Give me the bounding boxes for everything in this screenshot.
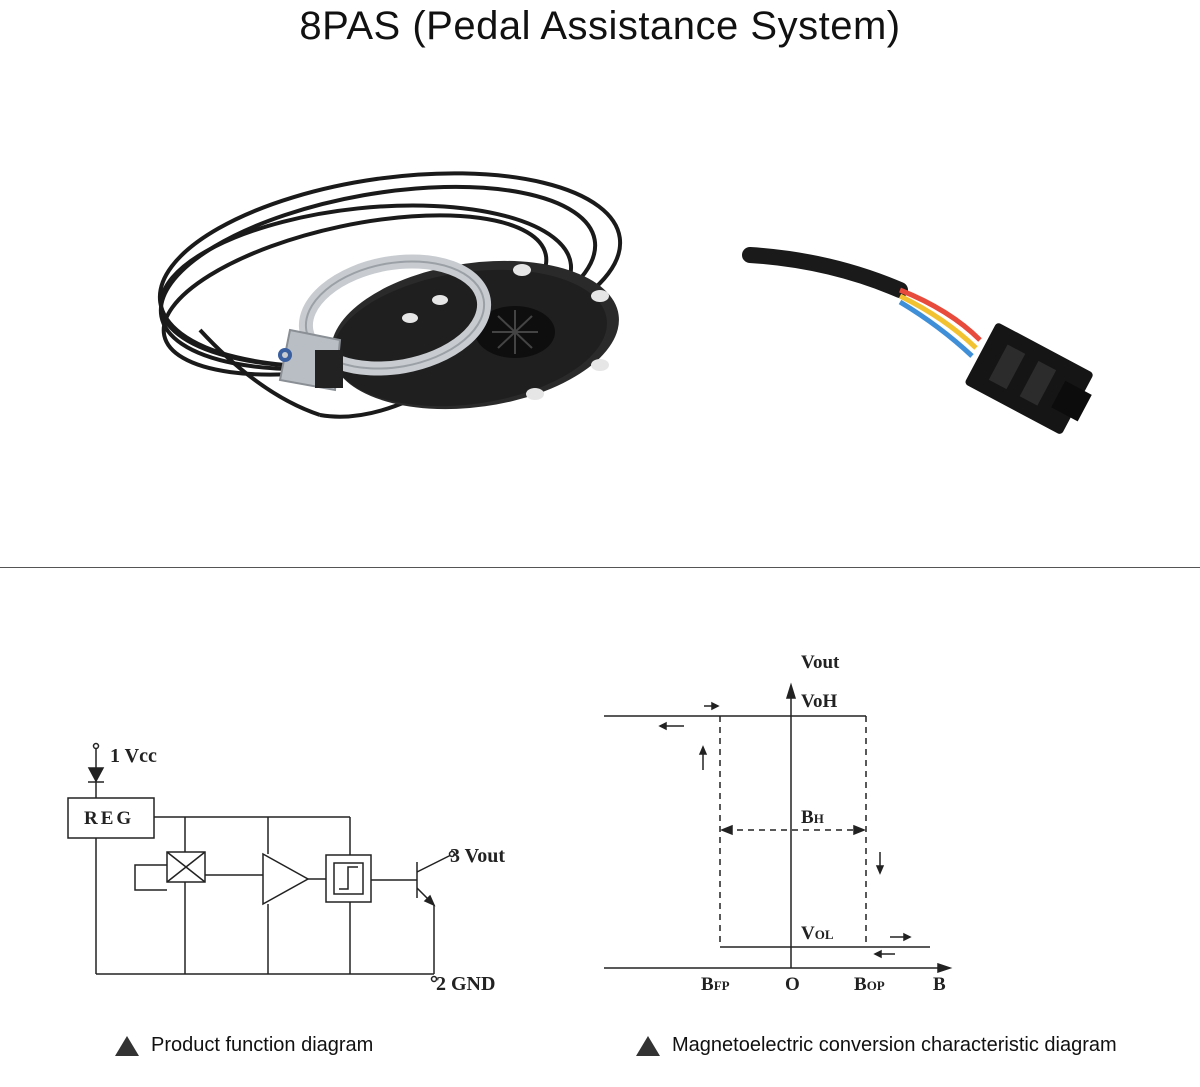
- brp-label: BFP: [701, 974, 730, 995]
- caption-left-text: Product function diagram: [151, 1034, 374, 1056]
- triangle-icon: [636, 1035, 660, 1056]
- connector-cable-photo: [742, 247, 1093, 434]
- bh-label: BH: [801, 807, 824, 828]
- vol-label: VOL: [801, 923, 834, 944]
- characteristic-diagram: Vout VoH BH VOL BFP O BOP B: [604, 652, 953, 995]
- section-divider: [0, 567, 1200, 568]
- triangle-icon: [115, 1035, 139, 1056]
- vcc-label: 1 Vcc: [110, 745, 157, 767]
- caption-right: Magnetoelectric conversion characteristi…: [636, 1034, 1117, 1057]
- bop-label: BOP: [854, 974, 885, 995]
- product-function-diagram: 1 Vcc REG 3 Vout 2 GND: [67, 742, 505, 995]
- caption-left: Product function diagram: [115, 1034, 373, 1057]
- sensor-disc-photo: [157, 171, 623, 419]
- caption-right-text: Magnetoelectric conversion characteristi…: [672, 1034, 1117, 1056]
- vout-axis-label: Vout: [801, 652, 840, 673]
- reg-label: REG: [84, 808, 134, 829]
- voh-label: VoH: [801, 691, 837, 712]
- vout-label: 3 Vout: [450, 845, 505, 867]
- origin-label: O: [785, 974, 800, 995]
- b-axis-label: B: [933, 974, 946, 995]
- page-title: 8PAS (Pedal Assistance System): [299, 4, 901, 48]
- gnd-label: 2 GND: [436, 973, 495, 995]
